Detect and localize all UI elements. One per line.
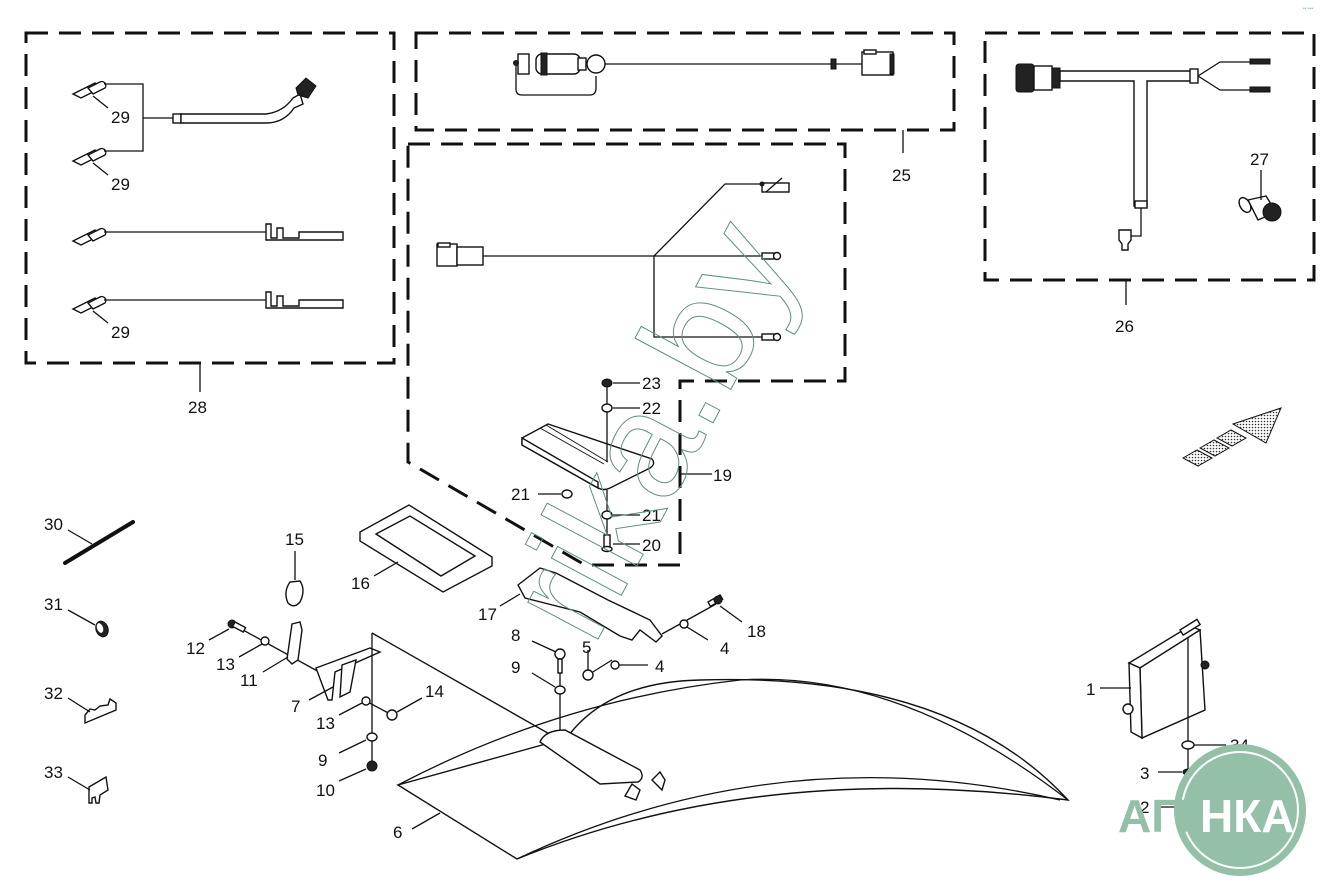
crimp-terminal-icon [265,223,344,241]
callout-11: 11 [240,671,258,690]
corner-mark: •• ••• [1303,6,1313,12]
cover-panel-6 [371,632,1070,860]
washer-icon [260,636,270,646]
callout-4: 4 [720,639,729,658]
washer-icon [561,489,573,499]
callout-9: 9 [318,751,327,770]
washer-icon [361,696,371,706]
panel-assembly: 16 17 18 4 5 4 8 9 [351,504,1070,860]
nut-icon [582,669,594,681]
callout-8: 8 [511,626,520,645]
callout-29: 29 [111,175,130,194]
callout-6: 6 [393,823,402,842]
panel-cutout [539,729,643,785]
protective-cap-icon [517,53,530,75]
callout-13: 13 [216,655,235,674]
washer-icon [366,732,378,742]
flat-terminal-icon [71,227,107,246]
callout-1: 1 [1086,680,1095,699]
callout-18: 18 [747,622,766,641]
knob-icon [1122,703,1134,715]
group-19-dashed-frame [406,142,847,567]
callout-2: 2 [1140,798,1149,817]
callout-22: 22 [642,399,661,418]
flat-terminal-icon [71,295,107,314]
washer-icon [679,619,689,629]
callout-26: 26 [1115,317,1134,336]
callout-29: 29 [111,323,130,342]
callout-21: 21 [511,485,530,504]
callout-27: 27 [1250,150,1269,169]
hinge-bracket-icon [286,621,303,665]
cable-tie-icon [63,520,135,565]
group-26-t-harness: 26 27 [983,31,1316,336]
callout-9: 9 [511,658,520,677]
crimp-terminal-icon [265,291,344,309]
nut-icon [601,378,613,388]
logo-text-right: НКА [1200,790,1295,842]
flat-terminal-icon [71,80,107,99]
callout-14: 14 [425,682,444,701]
callout-23: 23 [642,374,661,393]
callout-30: 30 [44,515,63,534]
callout-10: 10 [316,781,335,800]
group-26-dashed-frame [983,31,1316,282]
blade-fuse-icon [88,775,109,804]
callout-32: 32 [44,684,63,703]
brand-logo: АГРО НКА [1118,744,1306,876]
flat-terminal-icon [71,147,107,166]
washer-icon [601,510,613,520]
washer-icon [1181,740,1195,750]
watermark-text: rika.by [473,194,829,663]
clip-icon [285,580,304,607]
washer-icon [554,685,566,695]
pin-terminal-icon [1249,86,1271,93]
mounting-plate [521,423,655,491]
callout-31: 31 [44,595,63,614]
callout-3: 3 [1140,764,1149,783]
bolt-icon [554,648,566,660]
pin-terminal-icon [1249,58,1271,65]
fuse-holder-icon [84,697,117,725]
group-28-dashed-frame [24,31,396,365]
group-25-connector-cable: 25 [414,31,956,185]
callout-33: 33 [44,763,63,782]
callout-20: 20 [642,536,661,555]
watermark: rika.by [473,194,830,664]
rectangular-connector-icon [861,51,894,76]
nut-icon [386,709,398,721]
callout-29: 29 [111,108,130,127]
washer-icon [601,403,613,413]
cable-sleeve [180,92,304,124]
callout-21: 21 [642,506,661,525]
bracket-assembly: 15 12 13 11 7 13 14 9 10 [186,530,444,800]
logo-text-left: АГРО [1118,790,1243,842]
callout-7: 7 [291,697,300,716]
handle-frame-17 [517,567,663,643]
callout-15: 15 [285,530,304,549]
callout-16: 16 [351,574,370,593]
loose-parts-column: 30 31 32 33 [44,515,135,804]
callout-25: 25 [892,166,911,185]
group-25-dashed-frame [414,31,956,132]
t-branch-sleeve [1059,70,1193,207]
callout-4: 4 [655,657,664,676]
callout-13: 13 [316,714,335,733]
sensor-plug-icon [1118,229,1132,251]
group-19-sensor-harness: 19 23 22 21 21 2 [406,142,847,567]
nut-icon [366,760,378,772]
group-28-wiring-kit: 28 29 29 29 [24,31,396,417]
callout-17: 17 [478,605,497,624]
logo-circle [1174,744,1306,876]
plug-connector-icon [295,77,317,99]
direction-arrow-icon [1181,407,1282,467]
callout-19: 19 [713,466,732,485]
callout-28: 28 [188,398,207,417]
callout-12: 12 [186,639,205,658]
round-connector-icon [1015,63,1035,93]
callout-5: 5 [582,638,591,657]
